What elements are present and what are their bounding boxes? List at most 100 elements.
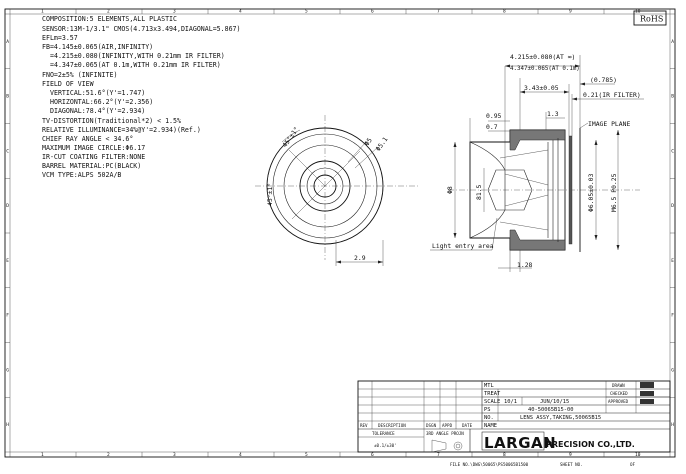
side-view: 4.215±0.080(AT ∞) 4.347±0.065(AT 0.1m) (…: [430, 53, 644, 272]
spec-line-ir-cut: IR-CUT COATING FILTER:NONE: [42, 153, 145, 161]
tb-drawn: DRAWN: [612, 383, 625, 388]
spec-line-efl: EFLm=3.57: [42, 34, 78, 42]
spec-line-fb-01m: =4.347±0.065(AT 0.1m,WITH 0.21mm IR FILT…: [50, 61, 221, 69]
tb-mtl: MTL: [484, 383, 494, 389]
lens-barrel-ring: [272, 133, 378, 239]
row-label-right: C: [671, 148, 674, 154]
row-label-right: F: [671, 313, 674, 319]
side-label-image-plane: IMAGE PLANE: [588, 120, 630, 128]
column-label-top: 7: [437, 9, 440, 15]
footer-of: OF: [630, 462, 636, 467]
side-dim-128: 1.28: [517, 261, 533, 269]
side-dim-phi605: Φ6.05±0.03: [587, 173, 595, 212]
tb-company-logo: LARGAN: [484, 434, 556, 452]
spec-line-sensor: SENSOR:13M-1/3.1" CMOS(4.713x3.494,DIAGO…: [42, 25, 241, 33]
side-dim-343: 3.43±0.05: [524, 84, 559, 92]
column-label-bottom: 8: [503, 452, 506, 458]
row-label-left: F: [6, 313, 9, 319]
tb-ps: PS: [484, 407, 491, 413]
spec-line-image-circle: MAXIMUM IMAGE CIRCLE:Φ6.17: [42, 144, 145, 152]
side-dim-021-ir: 0.21(IR FILTER): [583, 91, 641, 99]
row-label-left: A: [6, 39, 9, 45]
row-label-left: G: [6, 367, 9, 373]
column-label-bottom: 10: [635, 452, 641, 458]
side-dim-07: 0.7: [486, 123, 498, 131]
spec-block: COMPOSITION:5 ELEMENTS,ALL PLASTIC SENSO…: [42, 15, 241, 179]
column-label-bottom: 3: [173, 452, 176, 458]
side-label-light-entry: Light entry area: [432, 242, 494, 250]
spec-line-fov-horizontal: HORIZONTAL:66.2°(Y'=2.356): [50, 98, 153, 106]
title-block: MTL TREAT SCALE 10/1 JUN/10/15 PS NO. 40…: [357, 380, 671, 453]
column-label-top: 9: [569, 9, 572, 15]
front-dim-phi51: Φ5.1: [374, 135, 389, 152]
tb-description: DESCRIPTION: [378, 423, 406, 428]
column-label-top: 6: [371, 9, 374, 15]
column-label-bottom: 4: [239, 452, 242, 458]
tb-tolerance: TOLERANCE: [372, 431, 395, 436]
barrel-hatch: [509, 129, 566, 251]
column-label-bottom: 7: [437, 452, 440, 458]
tb-part-name: LENS ASSY,TAKING,50065B15: [520, 415, 601, 421]
tb-no: NO.: [484, 415, 494, 421]
row-label-right: G: [671, 367, 674, 373]
tb-part-no: 40-50065B15-00: [528, 407, 573, 413]
spec-line-distortion: TV-DISTORTION(Traditional*2) < 1.5%: [42, 117, 181, 125]
column-label-bottom: 2: [107, 452, 110, 458]
front-dim-phi5: Φ5: [363, 136, 374, 147]
footer-sheet-no: SHEET NO.: [560, 462, 583, 467]
front-view: 45°±1° 45°±1° Φ5 Φ5.1 2.9: [255, 115, 420, 266]
column-label-top: 3: [173, 9, 176, 15]
column-label-top: 2: [107, 9, 110, 15]
tb-company-suffix: PRECISION CO.,LTD.: [546, 440, 635, 449]
spec-line-fb: FB=4.145±0.065(AIR,INFINITY): [42, 43, 153, 51]
ir-filter: [568, 135, 573, 245]
tb-date-value: JUN/10/15: [540, 399, 569, 405]
side-dim-815: 81.5: [475, 184, 483, 200]
row-label-left: C: [6, 148, 9, 154]
tb-scale-value: 10/1: [504, 399, 517, 405]
spec-line-illuminance: RELATIVE ILLUMINANCE=34%@Y'=2.934)(Ref.): [42, 126, 201, 134]
column-label-bottom: 1: [41, 452, 44, 458]
spec-line-cra: CHIEF RAY ANGLE < 34.6°: [42, 135, 133, 143]
row-label-right: E: [671, 258, 674, 264]
third-angle-projection-icon: [431, 439, 463, 453]
spec-line-composition: COMPOSITION:5 ELEMENTS,ALL PLASTIC: [42, 15, 177, 23]
side-dim-fb-01m: 4.347±0.065(AT 0.1m): [510, 66, 580, 72]
column-label-top: 10: [635, 9, 641, 15]
tb-checked: CHECKED: [610, 391, 628, 396]
spec-line-fov-diagonal: DIAGONAL:78.4°(Y'=2.934): [50, 107, 145, 115]
lens-holder-ring: [299, 160, 351, 212]
rohs-label: RoHS: [640, 15, 663, 24]
tb-appd: APPD: [442, 423, 453, 428]
column-label-top: 5: [305, 9, 308, 15]
column-label-bottom: 9: [569, 452, 572, 458]
front-dim-width: 2.9: [354, 254, 366, 262]
spec-line-fb-ir: =4.215±0.080(INFINITY,WITH 0.21mm IR FIL…: [50, 52, 225, 60]
tb-name: NAME: [484, 423, 497, 429]
tb-scale: SCALE: [484, 399, 500, 405]
row-label-right: H: [671, 422, 674, 428]
row-label-left: D: [6, 203, 9, 209]
side-dim-fb-infinity: 4.215±0.080(AT ∞): [510, 53, 575, 61]
spec-line-fno: FNO=2±5% (INFINITE): [42, 71, 117, 79]
lens-aperture-outer: [306, 167, 344, 205]
front-dim-45-top: 45°±1°: [281, 125, 301, 149]
tb-approved: APPROVED: [608, 399, 629, 404]
lens-aperture: [313, 174, 337, 198]
tb-third-angle: 3RD ANGLE PROJN: [426, 431, 464, 436]
row-label-right: B: [671, 94, 674, 100]
side-dim-13: 1.3: [547, 110, 559, 118]
tb-dsgn: DSGN: [426, 423, 437, 428]
row-label-left: H: [6, 422, 9, 428]
spec-line-vcm: VCM TYPE:ALPS 502A/B: [42, 171, 121, 179]
side-dim-095: 0.95: [486, 112, 502, 120]
spec-line-fov-vertical: VERTICAL:51.6°(Y'=1.747): [50, 89, 145, 97]
tb-rev: REV: [360, 423, 368, 428]
tb-treat: TREAT: [484, 391, 501, 397]
footer-file-no: FILE NO.\DWG\50065\PS50065B1500: [450, 462, 529, 467]
front-lens-element: [487, 169, 533, 211]
row-label-left: B: [6, 94, 9, 100]
